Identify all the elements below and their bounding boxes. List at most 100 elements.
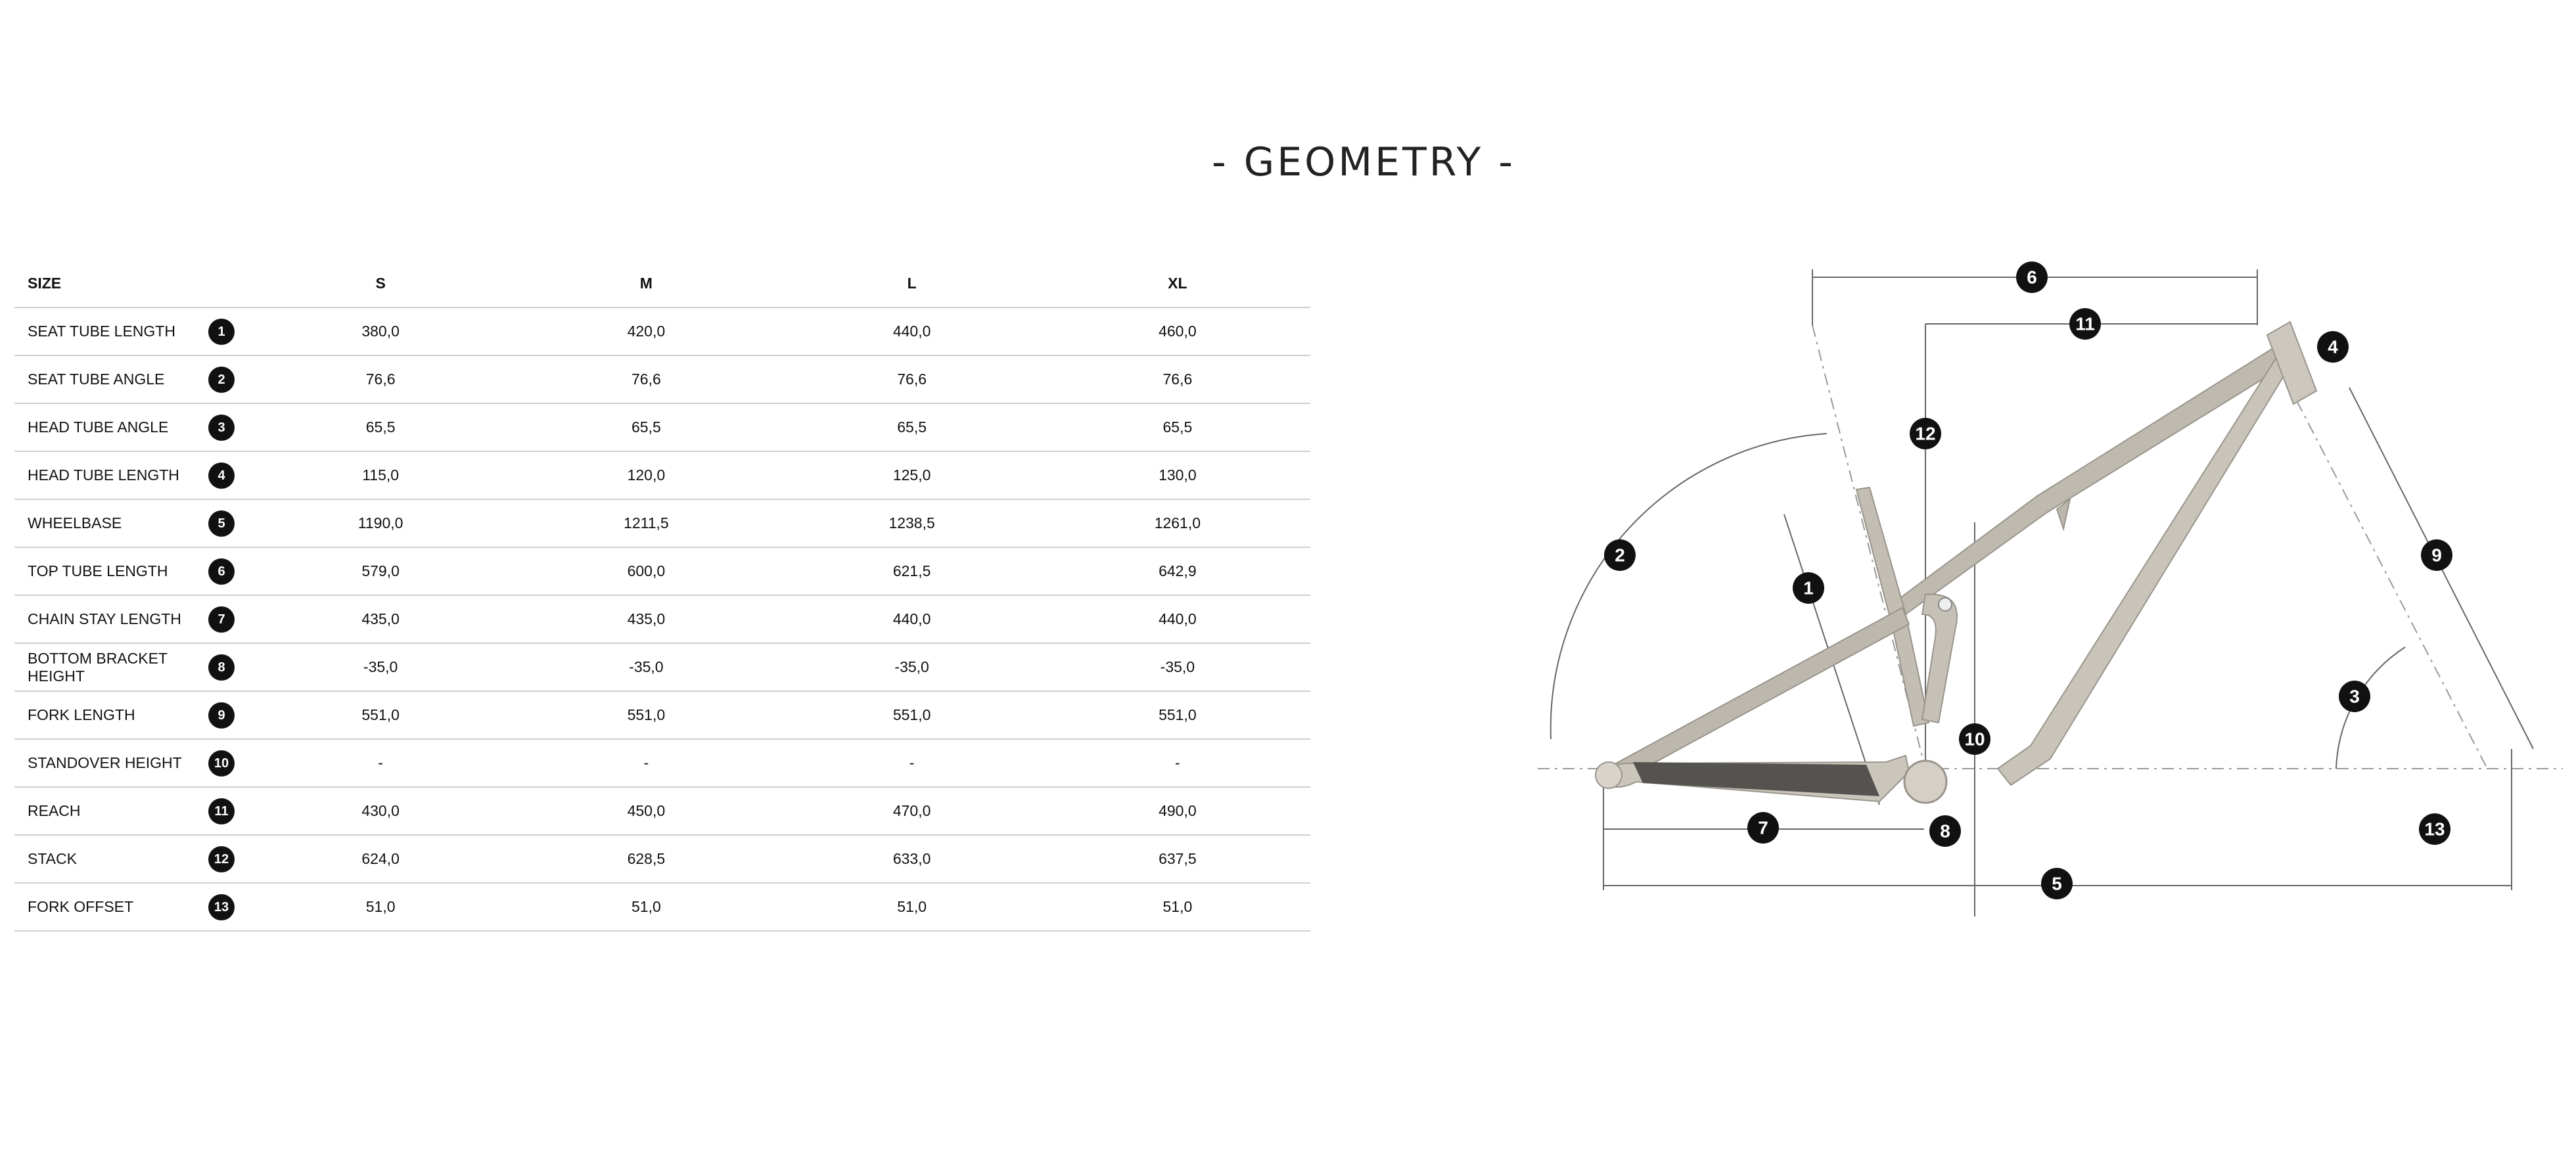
rocker-link (1921, 593, 1958, 724)
svg-text:2: 2 (1615, 545, 1625, 566)
cell-xl: 130,0 (1044, 451, 1310, 500)
row-label: CHAIN STAY LENGTH (14, 595, 208, 644)
svg-text:13: 13 (2424, 819, 2445, 840)
cell-s: 579,0 (248, 547, 514, 596)
cell-l: 51,0 (779, 883, 1045, 932)
chainstay-protector (1633, 762, 1879, 796)
cell-xl: 65,5 (1044, 403, 1310, 452)
cell-xl: 551,0 (1044, 691, 1310, 740)
row-label: HEAD TUBE ANGLE (14, 403, 208, 452)
cell-m: 420,0 (513, 307, 779, 356)
row-number-badge: 5 (208, 510, 235, 537)
cell-s: 430,0 (248, 787, 514, 836)
cell-m: 450,0 (513, 787, 779, 836)
cell-m: -35,0 (513, 643, 779, 692)
row-number-badge: 12 (208, 846, 235, 872)
cell-l: 440,0 (779, 595, 1045, 644)
cell-xl: 490,0 (1044, 787, 1310, 836)
bottom-bracket (1903, 759, 1948, 804)
badge-header (208, 260, 248, 308)
cell-l: 621,5 (779, 547, 1045, 596)
svg-text:6: 6 (2027, 267, 2037, 288)
cell-s: 76,6 (248, 355, 514, 404)
size-m-header: M (513, 260, 779, 308)
seat-tube (1855, 486, 1930, 727)
row-label: SEAT TUBE LENGTH (14, 307, 208, 356)
cell-xl: 637,5 (1044, 835, 1310, 884)
cell-l: 440,0 (779, 307, 1045, 356)
row-badge-cell: 6 (208, 547, 248, 596)
svg-text:5: 5 (2052, 874, 2062, 894)
row-badge-cell: 7 (208, 595, 248, 644)
row-number-badge: 1 (208, 318, 235, 345)
cell-xl: 440,0 (1044, 595, 1310, 644)
row-badge-cell: 5 (208, 499, 248, 548)
cell-s: 624,0 (248, 835, 514, 884)
seat-stay (1599, 606, 1910, 786)
svg-text:9: 9 (2431, 545, 2442, 566)
cell-s: 51,0 (248, 883, 514, 932)
row-label: REACH (14, 787, 208, 836)
row-number-badge: 8 (208, 654, 235, 681)
cell-m: 600,0 (513, 547, 779, 596)
callout-9: 9 (2421, 539, 2452, 571)
cell-xl: - (1044, 739, 1310, 788)
head-tube-axis (2296, 400, 2488, 769)
cell-m: 51,0 (513, 883, 779, 932)
cell-m: 1211,5 (513, 499, 779, 548)
cell-m: 120,0 (513, 451, 779, 500)
top-tube (1895, 340, 2298, 616)
bike-frame (1595, 321, 2318, 804)
cell-l: 65,5 (779, 403, 1045, 452)
cell-m: 628,5 (513, 835, 779, 884)
row-label: WHEELBASE (14, 499, 208, 548)
cell-l: - (779, 739, 1045, 788)
callout-6: 6 (2016, 261, 2048, 293)
page-title: - GEOMETRY - (1212, 139, 1515, 185)
callout-13: 13 (2419, 813, 2450, 845)
cell-xl: 76,6 (1044, 355, 1310, 404)
callout-10: 10 (1959, 723, 1990, 755)
row-badge-cell: 10 (208, 739, 248, 788)
svg-text:4: 4 (2328, 337, 2338, 357)
cell-m: - (513, 739, 779, 788)
row-number-badge: 7 (208, 606, 235, 633)
cell-s: - (248, 739, 514, 788)
cell-xl: 460,0 (1044, 307, 1310, 356)
cell-s: 551,0 (248, 691, 514, 740)
size-xl-header: XL (1044, 260, 1310, 308)
callout-12: 12 (1910, 418, 1941, 449)
row-number-badge: 4 (208, 462, 235, 489)
row-badge-cell: 12 (208, 835, 248, 884)
svg-text:1: 1 (1803, 578, 1814, 598)
cell-xl: -35,0 (1044, 643, 1310, 692)
cell-l: 125,0 (779, 451, 1045, 500)
callout-1: 1 (1793, 572, 1824, 604)
svg-text:12: 12 (1915, 424, 1935, 444)
rear-dropout (1595, 761, 1622, 789)
cell-l: -35,0 (779, 643, 1045, 692)
row-number-badge: 6 (208, 558, 235, 585)
svg-text:11: 11 (2075, 314, 2095, 334)
row-number-badge: 11 (208, 798, 235, 824)
seat-tube-angle-arc (1550, 433, 1828, 740)
callout-4: 4 (2317, 331, 2349, 363)
callout-11: 11 (2069, 308, 2101, 340)
callout-3: 3 (2339, 681, 2370, 712)
row-badge-cell: 3 (208, 403, 248, 452)
cell-s: 65,5 (248, 403, 514, 452)
